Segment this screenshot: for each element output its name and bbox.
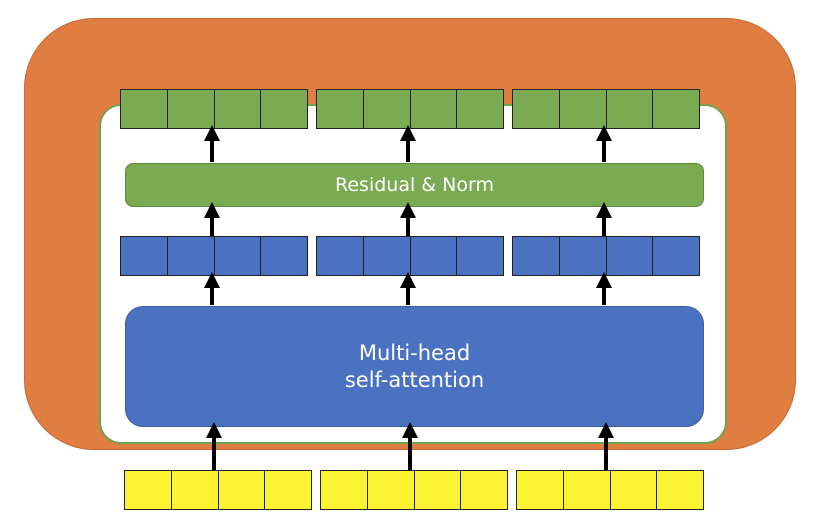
vector-cell <box>653 237 699 275</box>
vector-cell <box>653 90 699 128</box>
hidden-vector-3 <box>512 236 700 276</box>
vector-cell <box>364 237 411 275</box>
vector-cell <box>317 237 364 275</box>
vector-cell <box>364 90 411 128</box>
multi-head-attention-box: Multi-head self-attention <box>125 306 704 427</box>
vector-cell <box>513 90 560 128</box>
vector-cell <box>461 471 507 509</box>
vector-cell <box>265 471 311 509</box>
input-vector-2 <box>320 470 508 510</box>
vector-cell <box>215 90 262 128</box>
vector-cell <box>564 471 611 509</box>
vector-cell <box>411 237 458 275</box>
vector-cell <box>513 237 560 275</box>
vector-cell <box>168 237 215 275</box>
vector-cell <box>121 237 168 275</box>
vector-cell <box>321 471 368 509</box>
vector-cell <box>215 237 262 275</box>
vector-cell <box>261 90 307 128</box>
hidden-vector-1 <box>120 236 308 276</box>
input-vector-3 <box>516 470 704 510</box>
vector-cell <box>457 237 503 275</box>
output-vector-3 <box>512 89 700 129</box>
vector-cell <box>168 90 215 128</box>
vector-cell <box>415 471 462 509</box>
vector-cell <box>368 471 415 509</box>
vector-cell <box>317 90 364 128</box>
hidden-vector-2 <box>316 236 504 276</box>
vector-cell <box>411 90 458 128</box>
vector-cell <box>121 90 168 128</box>
vector-cell <box>657 471 703 509</box>
vector-cell <box>457 90 503 128</box>
vector-cell <box>607 90 654 128</box>
vector-cell <box>607 237 654 275</box>
input-vector-1 <box>124 470 312 510</box>
output-vector-2 <box>316 89 504 129</box>
vector-cell <box>172 471 219 509</box>
vector-cell <box>517 471 564 509</box>
residual-norm-box: Residual & Norm <box>125 163 704 207</box>
attention-label-line-1: Multi-head <box>358 340 471 365</box>
attention-label-line-2: self-attention <box>344 367 485 392</box>
vector-cell <box>560 90 607 128</box>
vector-cell <box>261 237 307 275</box>
residual-norm-label: Residual & Norm <box>335 174 494 196</box>
vector-cell <box>611 471 658 509</box>
vector-cell <box>560 237 607 275</box>
vector-cell <box>125 471 172 509</box>
output-vector-1 <box>120 89 308 129</box>
vector-cell <box>219 471 266 509</box>
